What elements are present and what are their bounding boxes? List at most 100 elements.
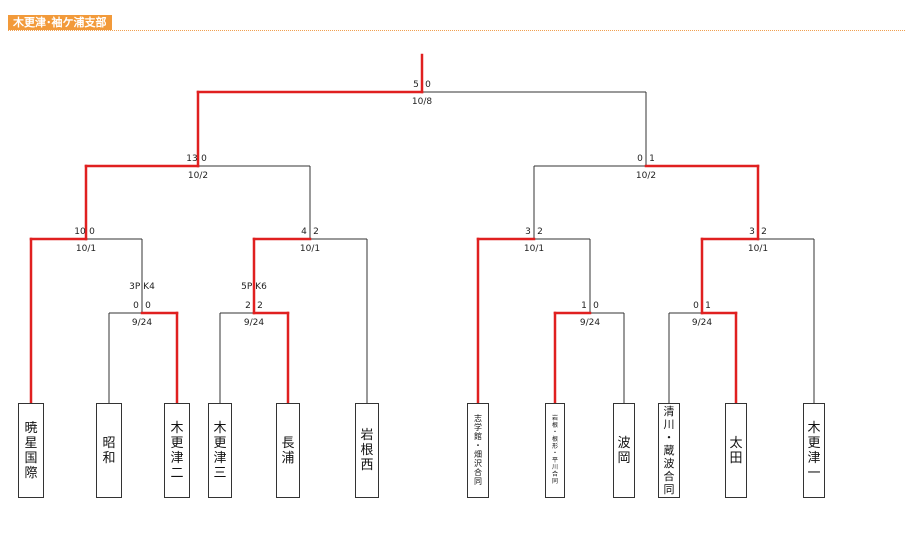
m8-score-right: 2 bbox=[761, 227, 767, 237]
section-title: 木更津･袖ケ浦支部 bbox=[8, 15, 112, 30]
team-name-char: 一 bbox=[807, 465, 821, 481]
m4-score-left: 0 bbox=[693, 301, 699, 311]
m11-date: 10/8 bbox=[412, 97, 432, 107]
header-divider bbox=[8, 30, 905, 31]
team-name-char: 星 bbox=[24, 435, 38, 451]
team-name-char: 館 bbox=[474, 432, 482, 441]
team-name-char: 合 bbox=[474, 468, 482, 477]
m8-date: 10/1 bbox=[748, 244, 768, 254]
m7-score-left: 3 bbox=[525, 227, 531, 237]
m7-score-right: 2 bbox=[537, 227, 543, 237]
m10-score-right: 1 bbox=[649, 154, 655, 164]
team-name-char: 際 bbox=[24, 465, 38, 481]
m9-score-left: 13 bbox=[186, 154, 197, 164]
team-box-t2: 昭和昭和 bbox=[96, 403, 122, 498]
team-name-char: 三 bbox=[213, 465, 227, 481]
m10-score-left: 0 bbox=[637, 154, 643, 164]
team-name-char: 長 bbox=[281, 435, 295, 451]
team-name-char: 木 bbox=[213, 420, 227, 436]
team-name-char: 根 bbox=[360, 443, 374, 458]
team-name-char: 昭 bbox=[102, 435, 116, 451]
m6-score-left: 4 bbox=[301, 227, 307, 237]
m1-score-right: 0 bbox=[145, 301, 151, 311]
team-name-char: 木 bbox=[807, 420, 821, 436]
team-name-char: ・ bbox=[474, 441, 482, 450]
team-box-t12: 木更津一木更津一 bbox=[803, 403, 825, 498]
team-name-char: ・ bbox=[663, 431, 675, 444]
team-name-char: 津 bbox=[170, 450, 184, 466]
m3-score-right: 0 bbox=[593, 301, 599, 311]
team-name-char: 波 bbox=[617, 435, 631, 451]
team-name-char: 形 bbox=[551, 443, 558, 450]
m2-pk-score: 5P K6 bbox=[241, 282, 267, 292]
m9-score-right: 0 bbox=[201, 154, 207, 164]
m1-date: 9/24 bbox=[132, 318, 152, 328]
team-name-char: 国 bbox=[24, 450, 38, 466]
team-box-t5: 長浦長浦 bbox=[276, 403, 300, 498]
team-name-char: 波 bbox=[663, 457, 675, 470]
m4-date: 9/24 bbox=[692, 318, 712, 328]
team-name-char: 川 bbox=[551, 464, 558, 471]
m2-score-right: 2 bbox=[257, 301, 263, 311]
team-name-char: 浦 bbox=[281, 450, 295, 466]
m10-date: 10/2 bbox=[636, 171, 656, 181]
team-name-char: 木 bbox=[170, 420, 184, 436]
team-name-char: 平 bbox=[551, 457, 558, 464]
team-name-char: 同 bbox=[474, 477, 482, 486]
team-box-t11: 太田太田 bbox=[725, 403, 747, 498]
team-box-t4: 木更津三木更津三 bbox=[208, 403, 232, 498]
m5-score-left: 10 bbox=[74, 227, 86, 237]
m7-date: 10/1 bbox=[524, 244, 544, 254]
team-name-char: 更 bbox=[213, 435, 227, 451]
team-name-char: 更 bbox=[807, 435, 821, 451]
m3-score-left: 1 bbox=[581, 301, 587, 311]
m1-score-left: 0 bbox=[133, 301, 139, 311]
team-name-char: 暁 bbox=[24, 420, 38, 436]
m5-score-right: 0 bbox=[89, 227, 95, 237]
team-name-char: 西 bbox=[360, 458, 374, 473]
team-name-char: 和 bbox=[102, 450, 116, 466]
team-box-t9: 波岡波岡 bbox=[613, 403, 635, 498]
m5-date: 10/1 bbox=[76, 244, 96, 254]
team-name-char: 合 bbox=[663, 470, 675, 483]
team-box-t6: 岩根西岩根西 bbox=[355, 403, 379, 498]
team-name-char: 畑 bbox=[474, 450, 482, 459]
m2-score-left: 2 bbox=[245, 301, 251, 311]
team-name-char: 更 bbox=[170, 435, 184, 451]
team-name-char: 二 bbox=[170, 465, 184, 481]
team-name-char: 合 bbox=[551, 471, 558, 478]
team-name-char: 岩 bbox=[551, 415, 558, 422]
m1-pk-score: 3P K4 bbox=[129, 282, 155, 292]
team-box-t1: 暁星国際暁星国際 bbox=[18, 403, 44, 498]
m3-date: 9/24 bbox=[580, 318, 600, 328]
m6-score-right: 2 bbox=[313, 227, 319, 237]
team-name-char: 津 bbox=[807, 450, 821, 466]
team-name-char: 津 bbox=[213, 450, 227, 466]
team-name-char: 清 bbox=[663, 405, 675, 418]
m11-score-left: 5 bbox=[413, 80, 419, 90]
team-name-char: 志 bbox=[474, 414, 482, 423]
team-name-char: 田 bbox=[729, 450, 743, 466]
team-name-char: 沢 bbox=[474, 459, 482, 468]
team-box-t3: 木更津二木更津二 bbox=[164, 403, 190, 498]
m8-score-left: 3 bbox=[749, 227, 755, 237]
team-name-char: 太 bbox=[729, 435, 743, 451]
m11-score-right: 0 bbox=[425, 80, 431, 90]
team-name-char: 岡 bbox=[617, 450, 631, 466]
team-name-char: 同 bbox=[663, 483, 675, 496]
team-name-char: 岩 bbox=[360, 428, 374, 443]
team-name-char: 学 bbox=[474, 423, 482, 432]
team-name-char: 根 bbox=[551, 422, 558, 429]
m9-date: 10/2 bbox=[188, 171, 208, 181]
team-name-char: 川 bbox=[663, 418, 675, 431]
m6-date: 10/1 bbox=[300, 244, 320, 254]
team-name-char: 蔵 bbox=[663, 444, 675, 457]
m4-score-right: 1 bbox=[705, 301, 711, 311]
team-name-char: 根 bbox=[551, 436, 558, 443]
m2-date: 9/24 bbox=[244, 318, 264, 328]
team-name-char: ・ bbox=[551, 429, 558, 436]
